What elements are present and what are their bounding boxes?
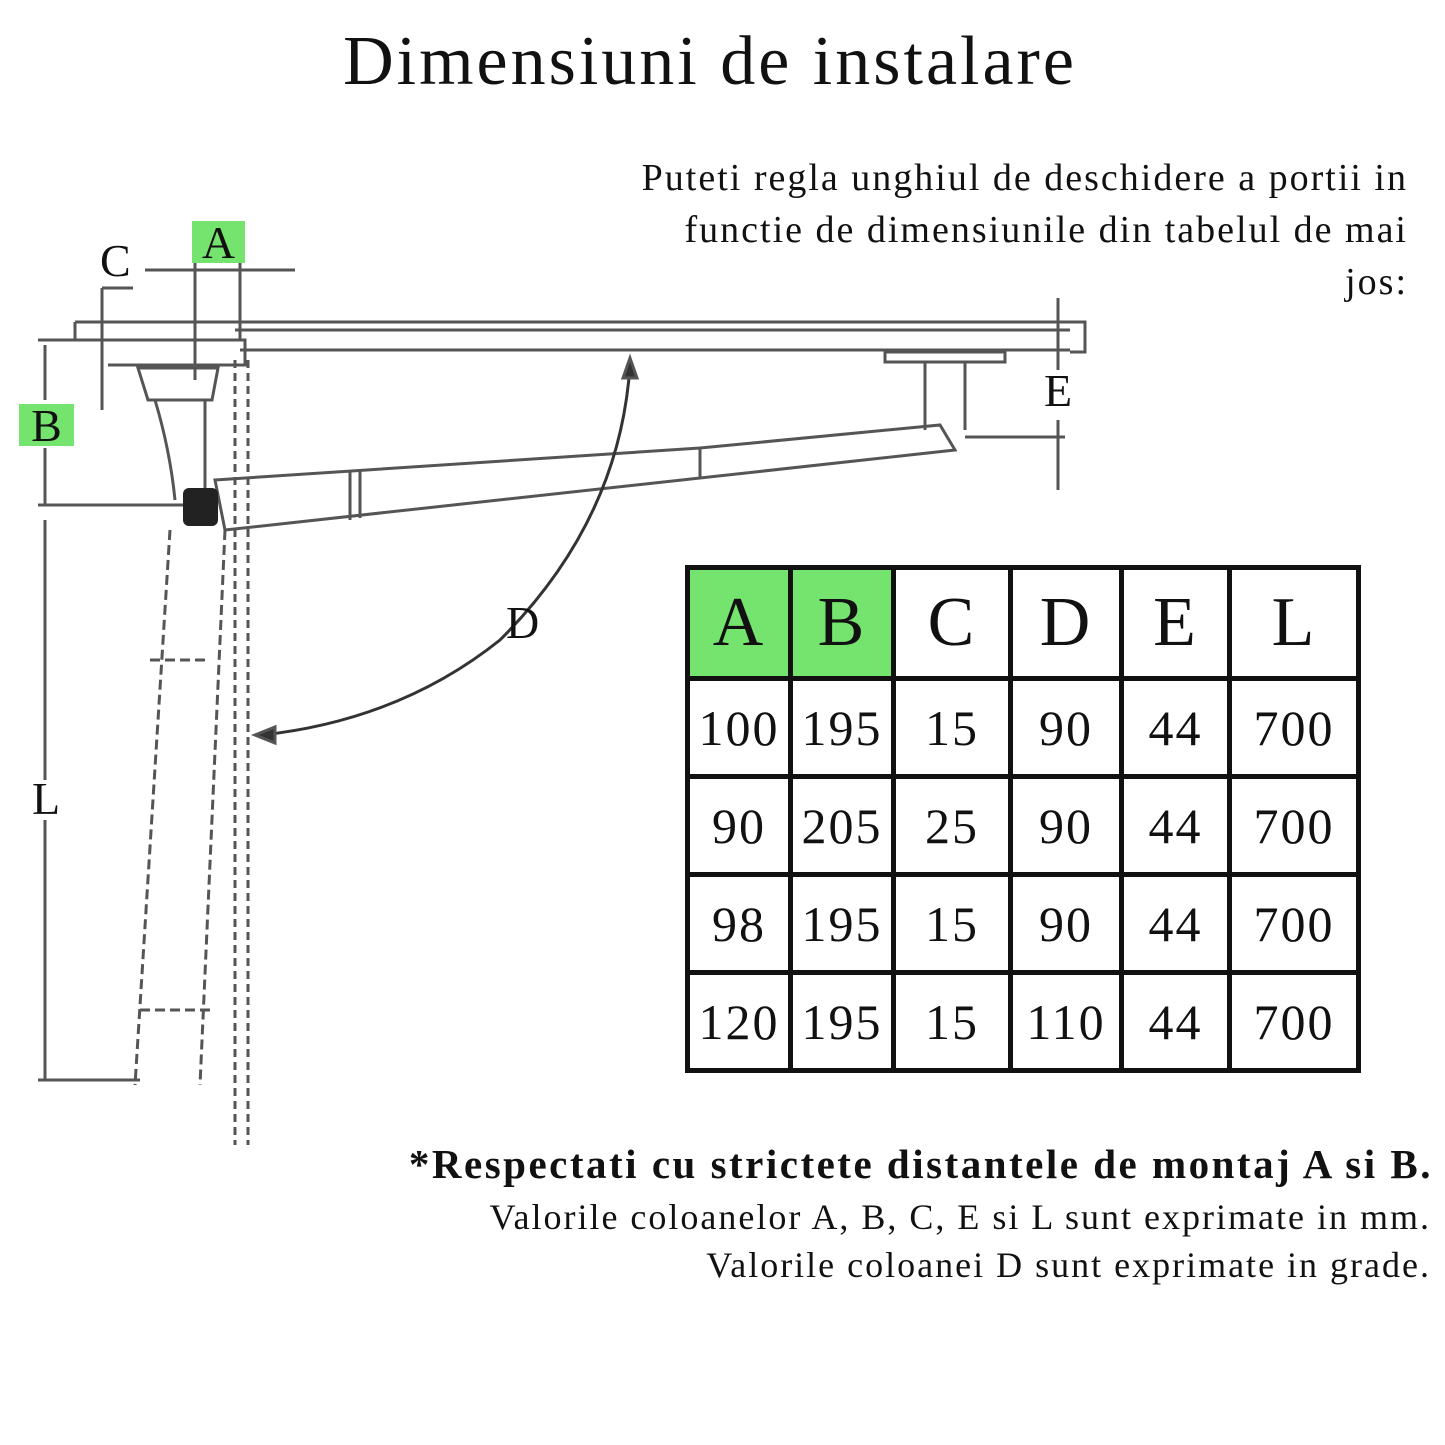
table-cell: 90 [1008, 872, 1124, 975]
table-cell: 195 [788, 676, 896, 779]
operator-arm [213, 423, 958, 532]
column-header-l: L [1227, 565, 1361, 681]
table-cell: 120 [685, 970, 793, 1073]
table-cell: 15 [891, 970, 1013, 1073]
label-c: C [100, 235, 131, 286]
table-cell: 44 [1119, 970, 1232, 1073]
dim-l-line [38, 520, 140, 1082]
table-cell: 44 [1119, 676, 1232, 779]
dim-e-line [965, 298, 1065, 490]
dim-b-line [38, 338, 190, 507]
table-cell: 90 [685, 774, 793, 877]
table-cell: 110 [1008, 970, 1124, 1073]
column-header-c: C [891, 565, 1013, 681]
label-d: D [506, 597, 540, 648]
bracket-right [883, 350, 1007, 364]
arrow-head [250, 353, 640, 746]
post-right [923, 362, 967, 430]
table-cell: 205 [788, 774, 896, 877]
label-e: E [1044, 365, 1073, 416]
gate-open [233, 360, 250, 1145]
table-cell: 100 [685, 676, 793, 779]
hinge-mechanism [183, 488, 218, 526]
table-cell: 15 [891, 872, 1013, 975]
table-cell: 700 [1227, 676, 1361, 779]
intro-line: Puteti regla unghiul de deschidere a por… [641, 157, 1408, 199]
mount-bracket [135, 366, 220, 501]
intro-line: jos: [1345, 261, 1408, 303]
table-cell: 98 [685, 872, 793, 975]
table-cell: 195 [788, 970, 896, 1073]
label-a: A [192, 220, 245, 266]
column-header-d: D [1008, 565, 1124, 681]
table-cell: 25 [891, 774, 1013, 877]
table-cell: 195 [788, 872, 896, 975]
units-note-degrees: Valorile coloanei D sunt exprimate in gr… [706, 1245, 1431, 1285]
label-b: B [19, 403, 74, 449]
table-cell: 44 [1119, 872, 1232, 975]
gate-beam [73, 320, 1087, 354]
column-header-b: B [788, 565, 896, 681]
table-cell: 700 [1227, 872, 1361, 975]
dim-a-line [145, 262, 295, 380]
column-header-e: E [1119, 565, 1232, 681]
table-cell: 44 [1119, 774, 1232, 877]
table-cell: 90 [1008, 774, 1124, 877]
label-l: L [32, 773, 61, 824]
column-header-a: A [685, 565, 793, 681]
table-cell: 15 [891, 676, 1013, 779]
page-title: Dimensiuni de instalare [343, 23, 1077, 100]
warning-note: *Respectati cu strictete distantele de m… [408, 1141, 1433, 1187]
operator-open [133, 529, 227, 1086]
table-cell: 700 [1227, 774, 1361, 877]
table-cell: 90 [1008, 676, 1124, 779]
table-cell: 700 [1227, 970, 1361, 1073]
angle-arc-d [261, 364, 632, 737]
dim-c-line [75, 286, 247, 410]
units-note-mm: Valorile coloanelor A, B, C, E si L sunt… [489, 1197, 1431, 1237]
intro-text: Puteti regla unghiul de deschidere a por… [508, 152, 1408, 308]
intro-line: functie de dimensiunile din tabelul de m… [684, 209, 1408, 251]
